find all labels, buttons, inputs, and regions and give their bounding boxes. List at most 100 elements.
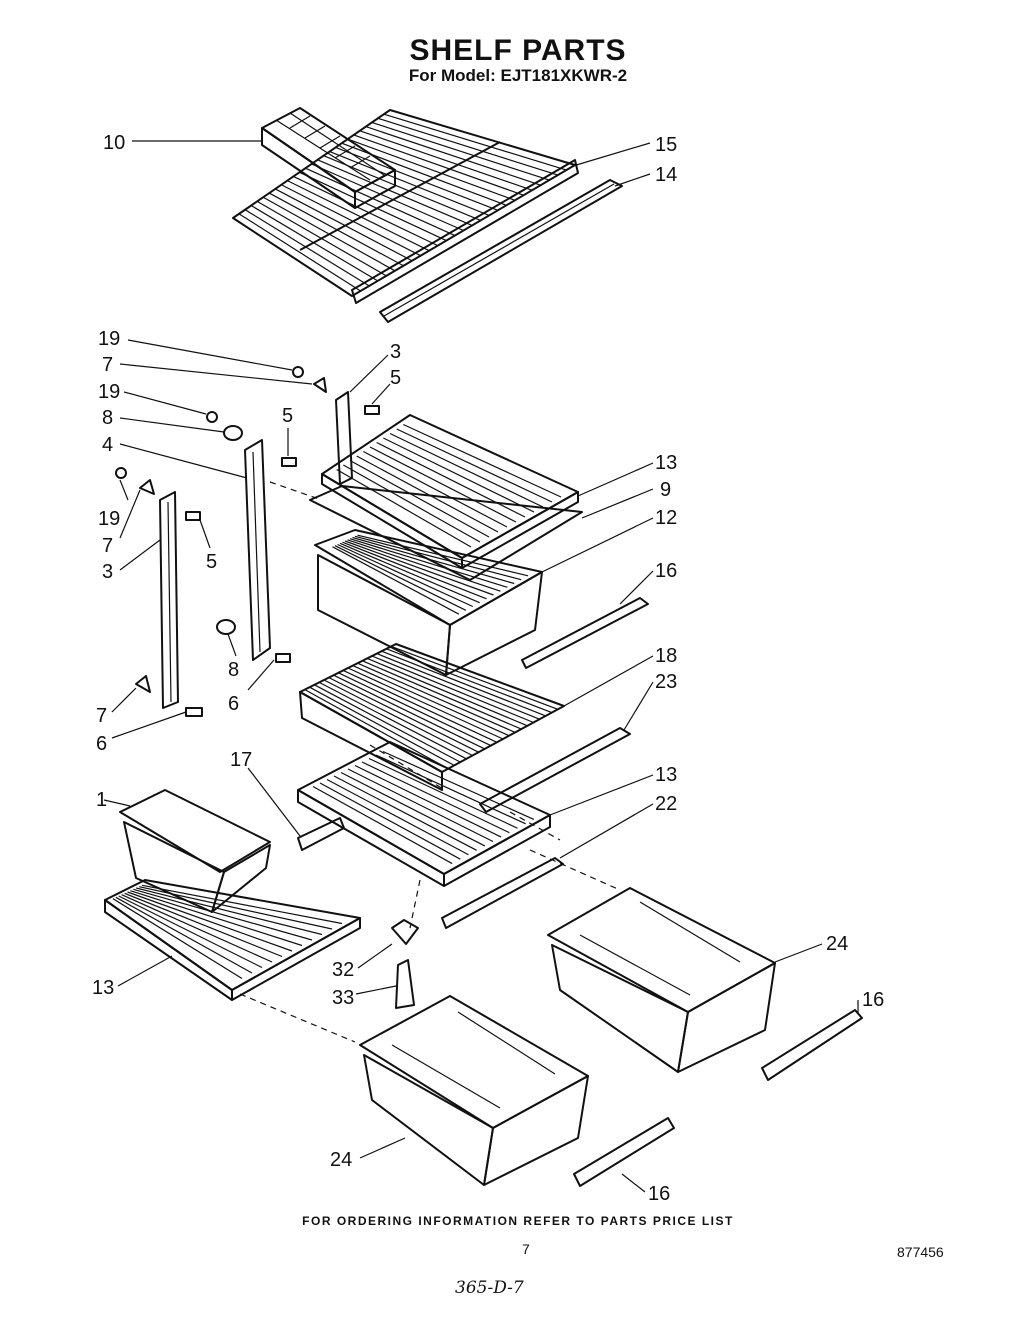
hatch-line <box>323 679 473 757</box>
hatch-line <box>304 689 449 770</box>
hatch-line <box>121 894 273 963</box>
hatch-line <box>375 754 526 825</box>
glass-shelf-lower <box>297 741 551 887</box>
humidity-control-parts <box>391 919 419 1009</box>
hatch-line <box>352 536 515 585</box>
hatch-line <box>362 660 522 730</box>
wire-shelf-top <box>232 109 579 304</box>
glass-shelf-upper <box>321 414 579 569</box>
hatch-line <box>118 895 263 969</box>
shelf-trim-lower <box>479 727 631 813</box>
callout-3: 3 <box>390 341 401 363</box>
hatch-line <box>349 459 490 538</box>
callout-5: 5 <box>282 405 293 427</box>
hatch-line <box>389 432 544 508</box>
hatch-line <box>319 782 461 860</box>
handwritten-note: 365-D-7 <box>455 1278 524 1298</box>
hatch-line <box>356 455 499 533</box>
hatch-line <box>344 540 494 596</box>
callout-19: 19 <box>98 328 120 350</box>
callout-32: 32 <box>332 959 354 981</box>
hatch-line <box>293 175 439 247</box>
hatch-line <box>338 672 492 747</box>
hatch-line <box>124 892 283 958</box>
hatch-line <box>244 209 370 287</box>
hatch-line <box>383 113 567 171</box>
hatch-line <box>312 785 453 865</box>
hatch-line <box>354 535 522 581</box>
alignment-lines <box>239 481 621 1043</box>
callout-7: 7 <box>102 535 113 557</box>
callout-7: 7 <box>96 705 107 727</box>
callout-5: 5 <box>390 367 401 389</box>
hatch-line <box>396 428 553 503</box>
hatch-line <box>371 121 550 181</box>
wire-shelf-mid <box>299 643 565 791</box>
crisper-drawer-right <box>547 887 776 1073</box>
callout-10: 10 <box>103 132 125 154</box>
hatch-line <box>334 545 467 611</box>
hatch-line <box>326 778 469 856</box>
hatch-line <box>318 681 467 760</box>
hatch-line <box>361 761 510 834</box>
ordering-note: FOR ORDERING INFORMATION REFER TO PARTS … <box>302 1214 734 1228</box>
hatch-line <box>366 657 528 727</box>
hatch-line <box>381 650 546 717</box>
hatch-line <box>337 543 474 608</box>
callout-19: 19 <box>98 381 120 403</box>
hatch-line <box>333 775 477 851</box>
hatch-line <box>390 645 559 710</box>
shelf-trim-mid <box>521 597 649 669</box>
hatch-line <box>347 667 504 740</box>
hatch-line <box>305 167 456 237</box>
callout-23: 23 <box>655 671 677 693</box>
hatch-line <box>347 539 501 592</box>
hatch-line <box>403 423 562 498</box>
hatch-line <box>371 655 534 724</box>
page-number: 7 <box>522 1241 530 1257</box>
hatch-line <box>115 896 253 974</box>
callout-3: 3 <box>102 561 113 583</box>
shelf-trim-bottom <box>441 857 564 929</box>
callout-4: 4 <box>102 434 113 456</box>
hatch-line <box>311 163 464 232</box>
crisper-drawer-left <box>359 995 589 1186</box>
hatch-line <box>357 534 529 577</box>
shelf-ladder-left <box>159 491 179 709</box>
hatch-line <box>386 648 553 714</box>
callout-15: 15 <box>655 134 677 156</box>
hatch-line <box>354 764 502 838</box>
hatch-line <box>368 757 518 829</box>
shelf-frame <box>309 485 583 581</box>
hatch-line <box>347 768 494 843</box>
hatch-line <box>309 686 455 766</box>
hatch-line <box>352 665 510 737</box>
hatch-line <box>130 890 303 947</box>
callout-16: 16 <box>648 1183 670 1205</box>
hatch-line <box>335 146 499 211</box>
callout-14: 14 <box>655 164 677 186</box>
hatch-line <box>382 750 535 820</box>
hatch-line <box>353 134 524 196</box>
hatch-line <box>287 180 430 252</box>
ice-tray <box>261 107 396 209</box>
hatch-line <box>112 898 243 980</box>
glass-shelf-bottom <box>104 879 361 1001</box>
shelf-support <box>297 817 345 851</box>
hatch-line <box>136 887 323 936</box>
hatch-line <box>376 441 526 518</box>
page-title: SHELF PARTS <box>409 34 627 67</box>
callout-13: 13 <box>655 452 677 474</box>
callout-labels: 10 15 14 19 7 3 5 19 5 8 4 19 7 3 5 13 9… <box>92 132 884 1205</box>
hatch-line <box>349 538 508 588</box>
document-number: 877456 <box>897 1244 944 1260</box>
hatch-line <box>314 684 461 763</box>
hatch-line <box>299 171 447 242</box>
hatch-line <box>274 188 413 262</box>
hatch-line <box>339 542 480 604</box>
model-subtitle: For Model: EJT181XKWR-2 <box>408 66 628 85</box>
callout-13: 13 <box>655 764 677 786</box>
hatch-line <box>342 541 487 600</box>
hardware-fasteners <box>115 366 380 717</box>
hatch-line <box>133 888 313 941</box>
